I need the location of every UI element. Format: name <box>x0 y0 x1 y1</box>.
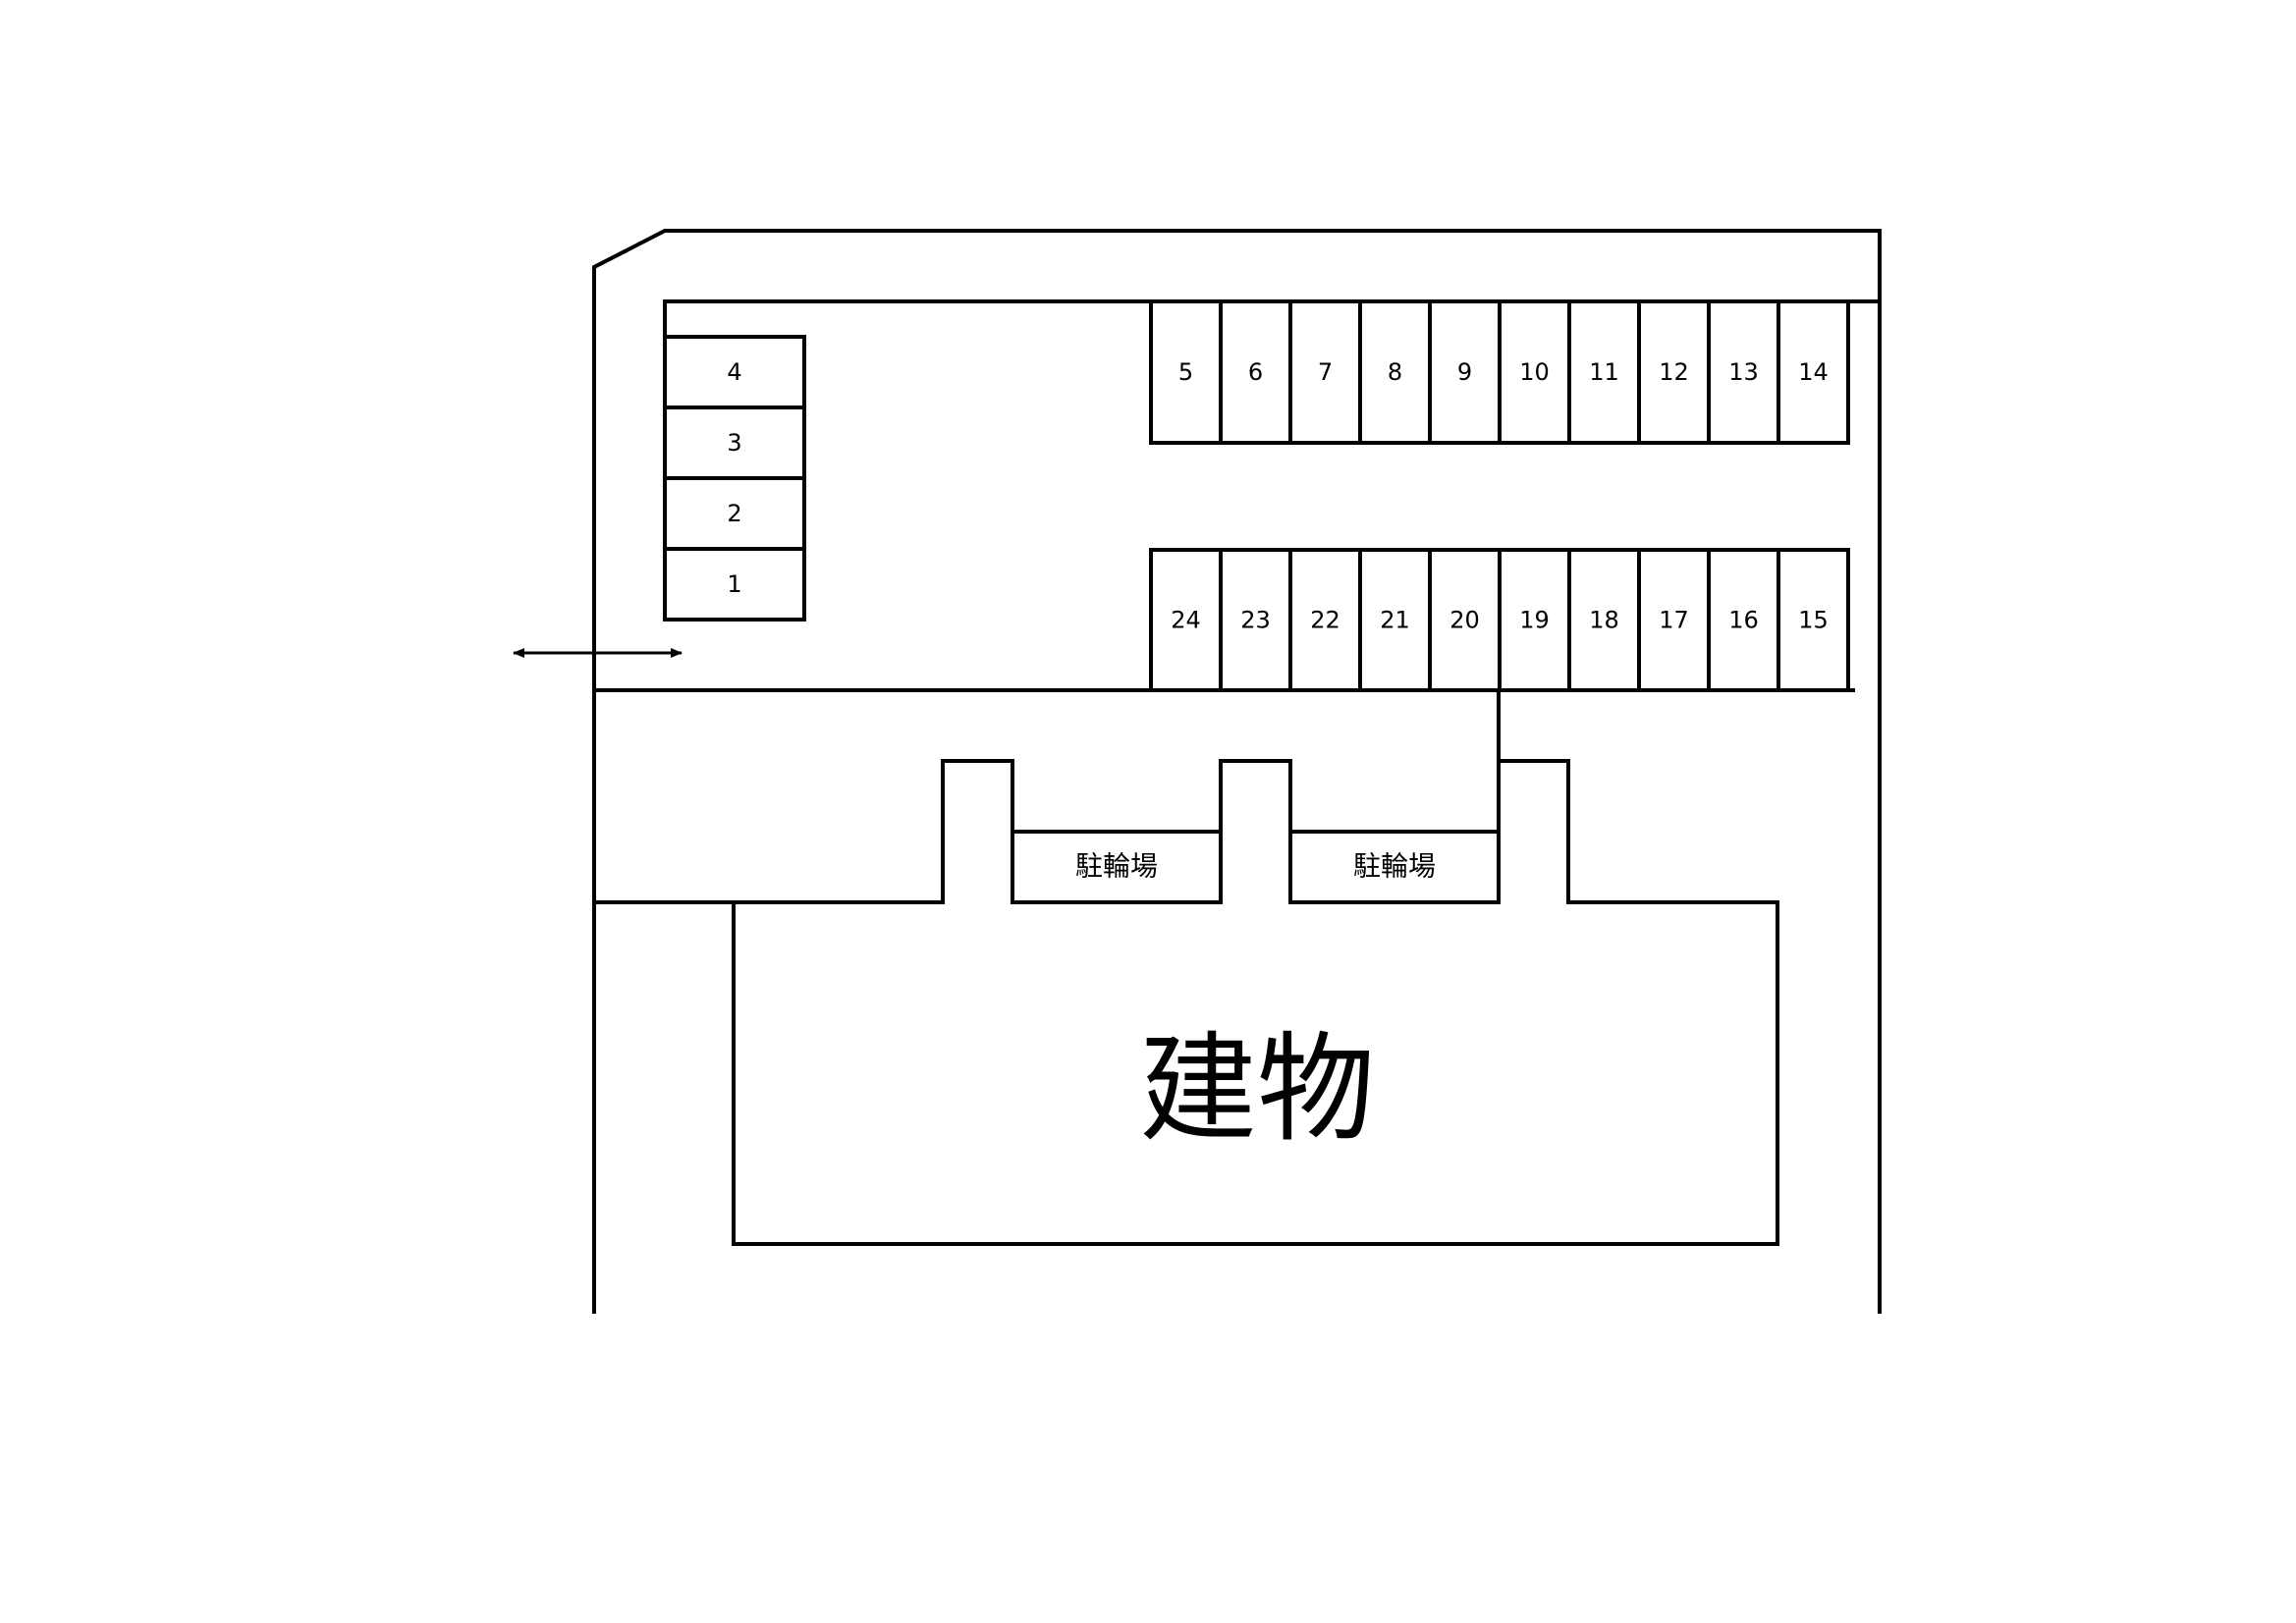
parking-space-1-box <box>663 547 806 622</box>
parking-space-1: 1 <box>663 547 806 622</box>
parking-space-15-box <box>1777 548 1850 692</box>
parking-space-19-label: 19 <box>1519 607 1550 634</box>
parking-space-15: 15 <box>1777 548 1850 692</box>
parking-space-8-label: 8 <box>1388 358 1402 386</box>
parking-space-12: 12 <box>1637 299 1711 445</box>
parking-space-7: 7 <box>1288 299 1362 445</box>
parking-space-2: 2 <box>663 476 806 551</box>
parking-space-13: 13 <box>1707 299 1780 445</box>
parking-space-22-label: 22 <box>1310 607 1340 634</box>
parking-space-10-label: 10 <box>1519 358 1550 386</box>
parking-space-22: 22 <box>1288 548 1362 692</box>
parking-space-24-label: 24 <box>1171 607 1201 634</box>
parking-space-10: 10 <box>1498 299 1571 445</box>
parking-space-24-box <box>1149 548 1223 692</box>
parking-space-21-label: 21 <box>1380 607 1410 634</box>
parking-space-19: 19 <box>1498 548 1571 692</box>
parking-space-10-box <box>1498 299 1571 445</box>
parking-top-row: 5 6 7 8 9 10 11 12 13 14 <box>1149 299 1850 445</box>
parking-space-20-label: 20 <box>1449 607 1480 634</box>
parking-space-6-label: 6 <box>1248 358 1263 386</box>
parking-space-17-label: 17 <box>1659 607 1689 634</box>
parking-space-16-label: 16 <box>1728 607 1759 634</box>
parking-space-14: 14 <box>1777 299 1850 445</box>
parking-space-8-box <box>1358 299 1432 445</box>
parking-space-23-box <box>1219 548 1292 692</box>
parking-space-12-box <box>1637 299 1711 445</box>
parking-left-column: 4 3 2 1 <box>663 335 806 622</box>
parking-space-18: 18 <box>1567 548 1641 692</box>
parking-space-8: 8 <box>1358 299 1432 445</box>
parking-space-7-box <box>1288 299 1362 445</box>
parking-space-11-label: 11 <box>1589 358 1619 386</box>
parking-space-16: 16 <box>1707 548 1780 692</box>
parking-space-18-box <box>1567 548 1641 692</box>
parking-space-2-box <box>663 476 806 551</box>
parking-space-17: 17 <box>1637 548 1711 692</box>
building-label: 建物 <box>1139 1022 1375 1159</box>
parking-space-6: 6 <box>1219 299 1292 445</box>
parking-space-17-box <box>1637 548 1711 692</box>
parking-space-4-box <box>663 335 806 409</box>
parking-space-11: 11 <box>1567 299 1641 445</box>
parking-space-9-label: 9 <box>1457 358 1472 386</box>
parking-space-5-label: 5 <box>1178 358 1193 386</box>
parking-space-14-box <box>1777 299 1850 445</box>
parking-space-3: 3 <box>663 406 806 480</box>
parking-space-1-label: 1 <box>727 570 741 598</box>
parking-space-6-box <box>1219 299 1292 445</box>
property-boundary <box>592 229 1882 1314</box>
parking-space-21: 21 <box>1358 548 1432 692</box>
parking-space-5: 5 <box>1149 299 1223 445</box>
parking-space-9-box <box>1428 299 1502 445</box>
parking-space-9: 9 <box>1428 299 1502 445</box>
parking-space-4: 4 <box>663 335 806 409</box>
parking-space-7-label: 7 <box>1318 358 1333 386</box>
parking-space-14-label: 14 <box>1798 358 1829 386</box>
parking-space-11-box <box>1567 299 1641 445</box>
parking-space-12-label: 12 <box>1659 358 1689 386</box>
parking-space-23-label: 23 <box>1240 607 1271 634</box>
parking-space-2-label: 2 <box>727 500 741 527</box>
parking-space-4-label: 4 <box>727 358 741 386</box>
bicycle-parking-left-label: 駐輪場 <box>1075 850 1158 883</box>
parking-space-18-label: 18 <box>1589 607 1619 634</box>
parking-space-13-label: 13 <box>1728 358 1759 386</box>
bicycle-parking-right: 駐輪場 <box>1288 830 1501 904</box>
bicycle-parking-left: 駐輪場 <box>1011 830 1223 904</box>
bicycle-parking-right-label: 駐輪場 <box>1353 850 1436 883</box>
parking-bottom-row: 24 23 22 21 20 19 18 17 16 15 <box>1149 548 1850 692</box>
parking-space-20: 20 <box>1428 548 1502 692</box>
parking-space-15-label: 15 <box>1798 607 1829 634</box>
parking-space-23: 23 <box>1219 548 1292 692</box>
parking-space-24: 24 <box>1149 548 1223 692</box>
parking-space-3-label: 3 <box>727 429 741 457</box>
